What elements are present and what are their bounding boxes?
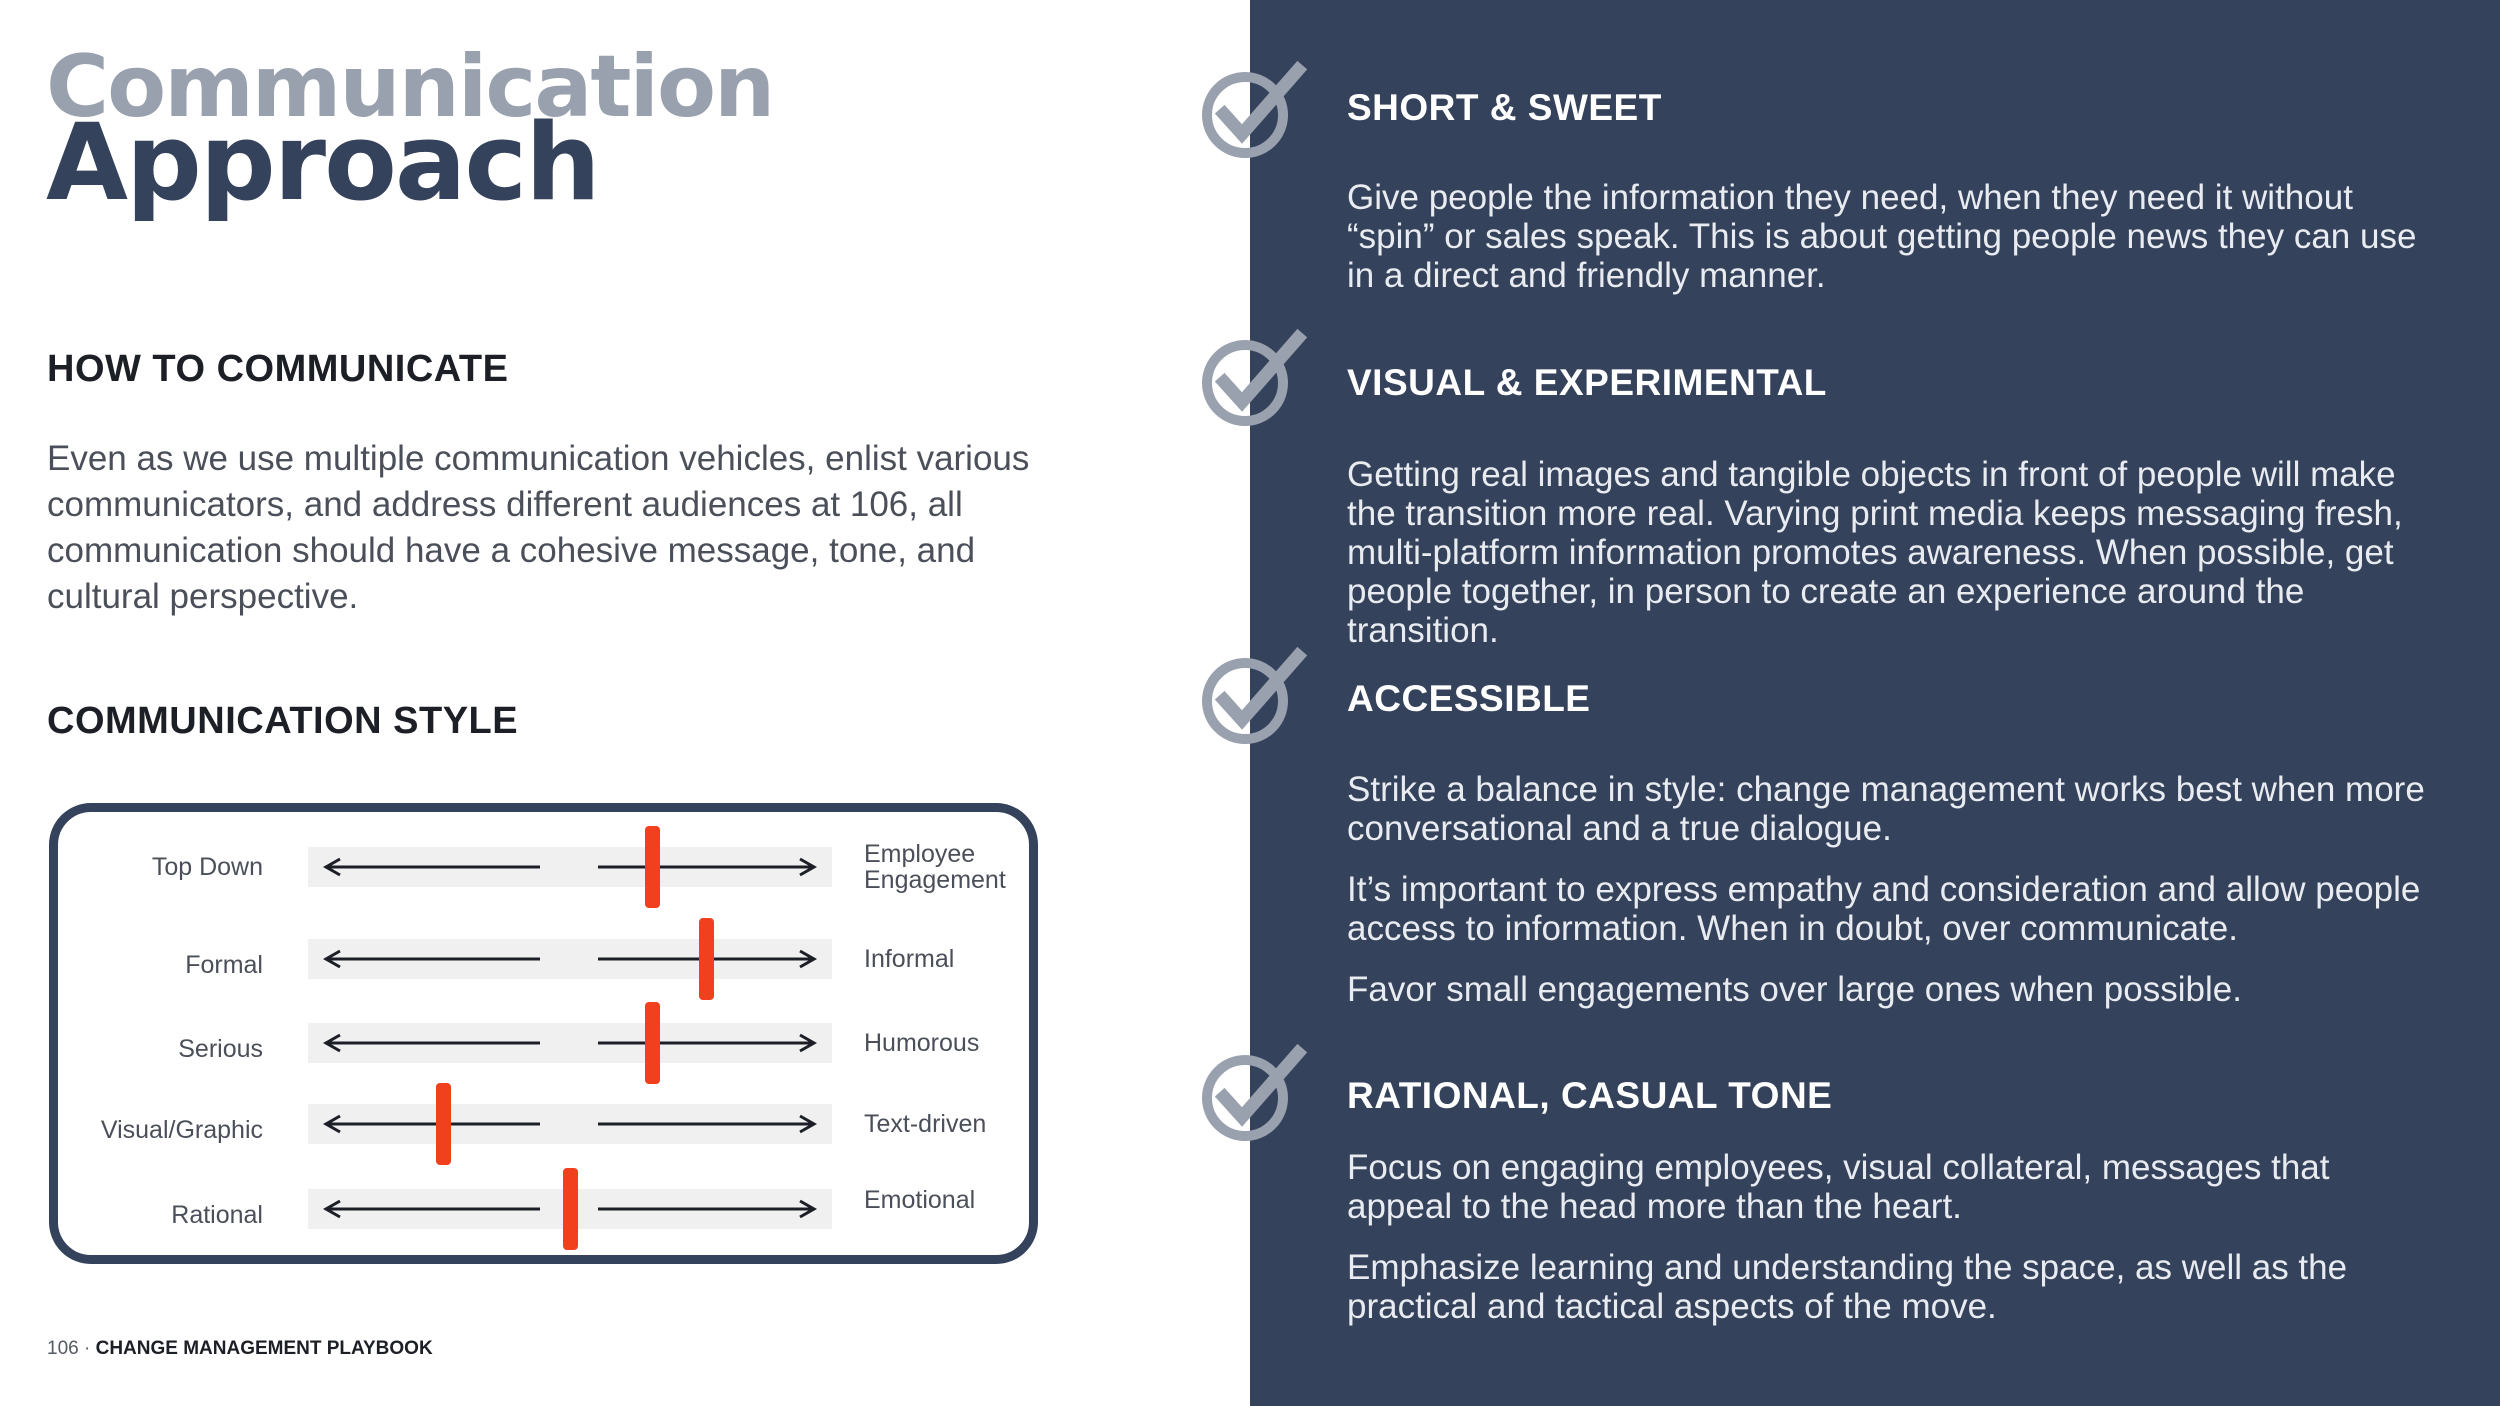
principle-paragraph: Getting real images and tangible objects… [1347,455,2403,650]
principle-text: Focus on engaging employees, visual coll… [1347,1148,2427,1348]
scale-track [308,1002,832,1084]
scale-row: Formal Informal [0,918,1250,1000]
scale-marker [645,1002,661,1084]
principle-paragraph: Favor small engagements over large ones … [1347,970,2242,1009]
scale-right-label: Emotional [864,1186,976,1214]
scale-row: Rational Emotional [0,1168,1250,1250]
scale-right-label: Humorous [864,1029,980,1057]
scale-arrows-icon [322,949,818,969]
scale-track [308,826,832,908]
scale-track [308,918,832,1000]
scale-arrows-icon [322,1114,818,1134]
principle-paragraph: Emphasize learning and understanding the… [1347,1248,2348,1326]
scale-track [308,1083,832,1165]
principle-paragraph: Give people the information they need, w… [1347,178,2417,295]
scale-arrows-icon [322,857,818,877]
page-number: 106 · [47,1338,91,1359]
principle-paragraph: Focus on engaging employees, visual coll… [1347,1148,2330,1226]
principle-paragraph: Strike a balance in style: change manage… [1347,770,2425,848]
scale-arrows-icon [322,1199,818,1219]
page-title-line1: Communication [46,37,775,137]
page-footer: 106 · CHANGE MANAGEMENT PLAYBOOK [47,1338,433,1360]
scale-arrows-icon [322,1033,818,1053]
communication-style-scale-box [49,803,1038,1264]
scale-left-label: Top Down [151,853,263,881]
scale-marker [645,826,661,908]
scale-left-label: Formal [185,951,263,979]
principle-title: RATIONAL, CASUAL TONE [1347,1075,1833,1116]
principle-text: Give people the information they need, w… [1347,178,2427,317]
scale-track [308,1168,832,1250]
scale-marker [699,918,715,1000]
principle-title: ACCESSIBLE [1347,678,1591,719]
how-to-communicate-text: Even as we use multiple communication ve… [47,439,1030,616]
scale-marker [435,1083,451,1165]
principle-paragraph: It’s important to express empathy and co… [1347,870,2421,948]
scale-right-label: Employee [864,840,976,868]
scale-left-label: Visual/Graphic [100,1116,263,1144]
scale-row: Serious Humorous [0,1002,1250,1084]
principle-text: Strike a balance in style: change manage… [1347,770,2427,1031]
checkmark-icon [1202,646,1308,744]
communication-style-heading: COMMUNICATION STYLE [47,700,519,742]
book-title: CHANGE MANAGEMENT PLAYBOOK [95,1338,433,1359]
principle-text: Getting real images and tangible objects… [1347,455,2427,672]
right-panel: SHORT & SWEET Give people the informatio… [1202,0,2500,1406]
left-panel: Communication Approach HOW TO COMMUNICAT… [0,37,1250,1360]
scale-left-label: Serious [178,1035,263,1063]
principle-title: VISUAL & EXPERIMENTAL [1347,362,1827,403]
scale-left-label: Rational [171,1201,263,1229]
scale-row: Top Down Employee Engagement [0,826,1250,908]
checkmark-icon [1202,1043,1308,1141]
scale-right-label: Text-driven [864,1110,987,1138]
principle-title: SHORT & SWEET [1347,87,1662,128]
how-to-communicate-heading: HOW TO COMMUNICATE [47,348,509,390]
scale-row: Visual/Graphic Text-driven [0,1083,1250,1165]
page-title-line2: Approach [46,101,601,224]
checkmark-icon [1202,328,1308,426]
scale-right-label: Informal [864,945,955,973]
scale-right-label-line2: Engagement [864,866,1006,894]
checkmark-icon [1202,60,1308,158]
scale-marker [562,1168,578,1250]
